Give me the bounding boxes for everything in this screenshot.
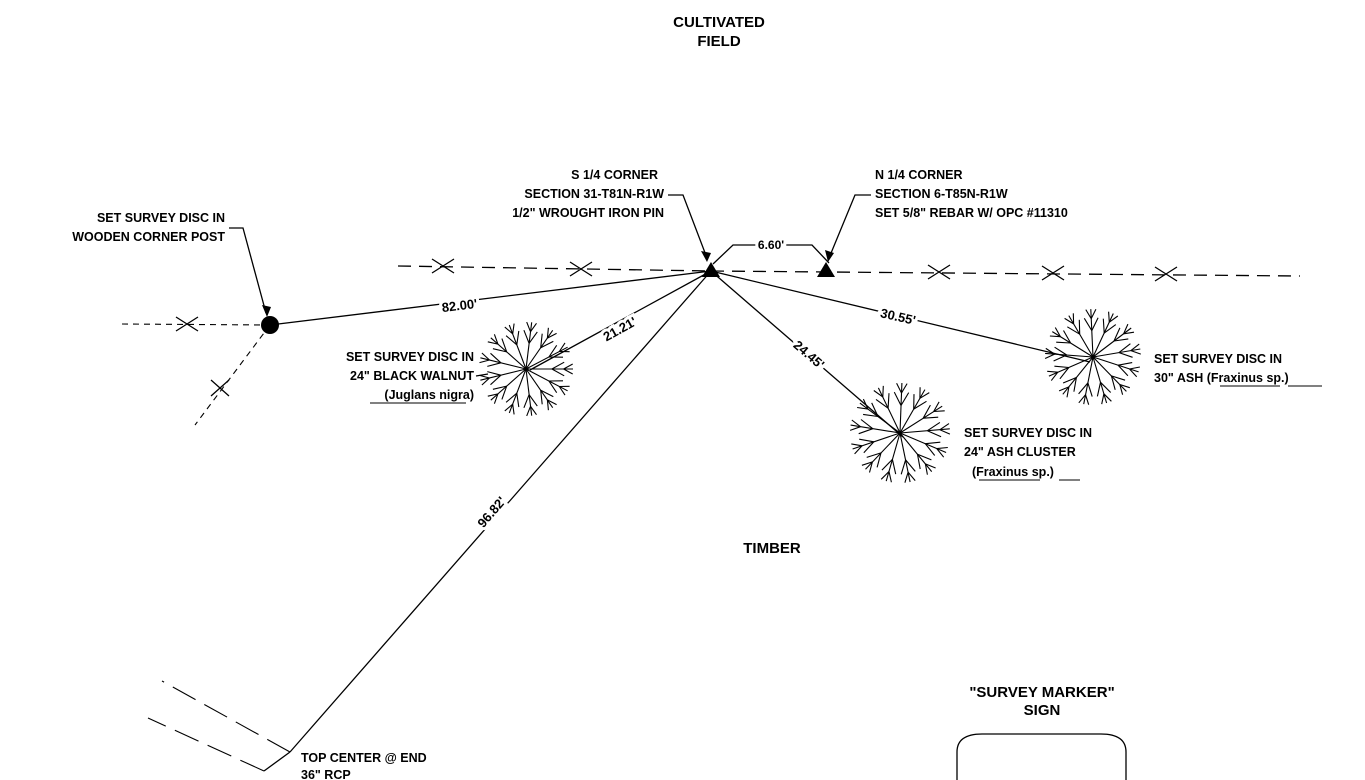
culvert-pipe-icon	[147, 680, 291, 772]
region-label-south: TIMBER	[743, 540, 801, 557]
fence-line	[121, 265, 1301, 426]
ash-cluster-tree-icon	[849, 382, 951, 483]
black-walnut-label: SET SURVEY DISC IN 24" BLACK WALNUT (Jug…	[346, 350, 489, 404]
offset-dimension-label: 6.60'	[758, 238, 784, 252]
n-corner-line1: N 1/4 CORNER	[875, 168, 963, 182]
n-corner-line2: SECTION 6-T85N-R1W	[875, 187, 1008, 201]
culvert-line2: 36" RCP	[301, 768, 351, 780]
offset-dimension-bracket	[712, 244, 830, 265]
s-quarter-corner-marker	[702, 262, 720, 277]
culvert-label: TOP CENTER @ END 36" RCP	[301, 751, 427, 780]
sign-label-line2: SIGN	[1024, 702, 1061, 719]
fence-x-marks	[175, 258, 1178, 397]
walnut-line2: 24" BLACK WALNUT	[350, 369, 474, 383]
n-quarter-corner-marker	[817, 262, 835, 277]
s-corner-line3: 1/2" WROUGHT IRON PIN	[512, 206, 664, 220]
walnut-line1: SET SURVEY DISC IN	[346, 350, 474, 364]
black-walnut-tree-icon	[479, 321, 573, 417]
n-quarter-corner-label: N 1/4 CORNER SECTION 6-T85N-R1W SET 5/8"…	[825, 168, 1068, 262]
distance-96-label: 96.82'	[474, 494, 509, 531]
ash-tree-icon	[1044, 308, 1141, 405]
ash-label: SET SURVEY DISC IN 30" ASH (Fraxinus sp.…	[1154, 352, 1322, 387]
ash-cluster-species: (Fraxinus sp.)	[972, 465, 1054, 479]
ash-line2: 30" ASH (Fraxinus sp.)	[1154, 371, 1289, 385]
region-label-north-line1: CULTIVATED	[673, 14, 765, 31]
ash-line1: SET SURVEY DISC IN	[1154, 352, 1282, 366]
distance-82-label: 82.00'	[441, 296, 478, 315]
post-line2: WOODEN CORNER POST	[72, 230, 225, 244]
s-corner-line1: S 1/4 CORNER	[571, 168, 658, 182]
n-corner-line3: SET 5/8" REBAR W/ OPC #11310	[875, 206, 1068, 220]
wooden-post-label: SET SURVEY DISC IN WOODEN CORNER POST	[72, 211, 271, 317]
walnut-species: (Juglans nigra)	[384, 388, 474, 402]
s-quarter-corner-label: S 1/4 CORNER SECTION 31-T81N-R1W 1/2" WR…	[512, 168, 711, 262]
ash-cluster-line1: SET SURVEY DISC IN	[964, 426, 1092, 440]
s-corner-line2: SECTION 31-T81N-R1W	[524, 187, 664, 201]
ash-cluster-line2: 24" ASH CLUSTER	[964, 445, 1076, 459]
culvert-line1: TOP CENTER @ END	[301, 751, 427, 765]
ash-genus: Fraxinus	[1211, 371, 1263, 385]
wooden-corner-post-marker	[261, 316, 279, 334]
distance-30-label: 30.55'	[879, 305, 917, 328]
post-line1: SET SURVEY DISC IN	[97, 211, 225, 225]
distance-24-label: 24.45'	[791, 337, 828, 372]
sign-label-line1: "SURVEY MARKER"	[969, 684, 1114, 701]
ash-cluster-label: SET SURVEY DISC IN 24" ASH CLUSTER (Frax…	[964, 426, 1092, 481]
tie-lines	[269, 270, 1091, 753]
distance-21-label: 21.21'	[601, 314, 639, 344]
region-label-north-line2: FIELD	[697, 33, 740, 50]
ash-size: 30" ASH (	[1154, 371, 1212, 385]
ash-suffix: sp.)	[1263, 371, 1289, 385]
survey-marker-sign-icon	[956, 733, 1127, 780]
